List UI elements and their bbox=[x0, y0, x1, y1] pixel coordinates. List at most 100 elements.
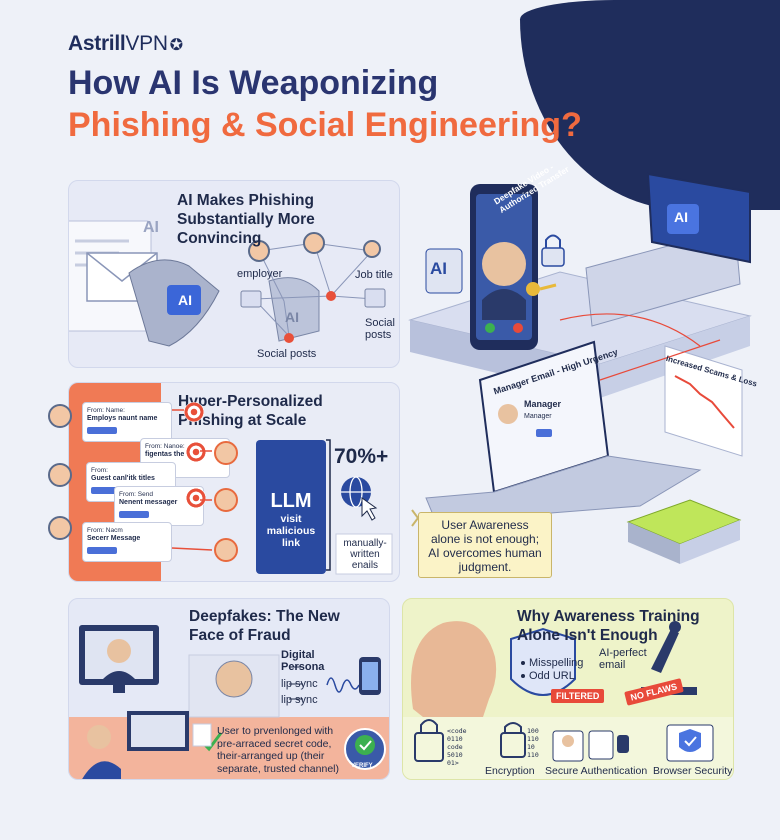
browser-security-label: Browser Security bbox=[653, 765, 733, 777]
label-job-title: Job title bbox=[355, 269, 393, 281]
panel2-title: Hyper-Personalized Phishing at Scale bbox=[178, 392, 323, 430]
email-from: From: Nacm bbox=[87, 527, 123, 534]
note-line-2: alone is not enough; bbox=[430, 532, 540, 546]
email-sender-role: Manager bbox=[524, 413, 552, 420]
binary-line: 110 bbox=[527, 735, 539, 743]
email-from: From: Name: bbox=[87, 407, 125, 414]
panel4-title-line2: Alone Isn't Enough bbox=[517, 627, 658, 644]
email-subject: Nenent messager bbox=[119, 499, 178, 506]
email-button bbox=[91, 487, 121, 494]
verify-line-3: their-arranged up (their bbox=[217, 750, 325, 762]
code-snippet: <code 0110 code 5010 01> bbox=[447, 727, 467, 767]
email-from: From: bbox=[91, 467, 108, 474]
panel3-title-line2: Face of Fraud bbox=[189, 627, 291, 644]
panel4-illustration bbox=[411, 621, 714, 762]
target-icon bbox=[186, 488, 206, 508]
panel-deepfakes: Deepfakes: The New Face of Fraud Digital… bbox=[68, 598, 390, 780]
note-line-1: User Awareness bbox=[441, 518, 529, 532]
screen-ai-text: AI bbox=[143, 219, 159, 236]
binary-line: 10 bbox=[527, 743, 535, 751]
target-icon bbox=[186, 442, 206, 462]
panel3-illustration bbox=[79, 625, 386, 779]
code-line: <code bbox=[447, 727, 467, 735]
panel1-title-line2: Substantially More Convincing bbox=[177, 211, 315, 247]
email-button bbox=[87, 547, 117, 554]
star-icon: ✪ bbox=[169, 37, 183, 54]
panel4-title-line1: Why Awareness Training bbox=[517, 608, 700, 625]
email-subject: Guest canl'itk titles bbox=[91, 475, 155, 482]
manually-written-label: manually- written enails bbox=[342, 538, 388, 571]
email-button bbox=[87, 427, 117, 434]
panel3-title-line1: Deepfakes: The New bbox=[189, 608, 340, 625]
email-from: From: Nanoe: bbox=[145, 443, 185, 450]
digital-persona-1: Digital bbox=[281, 649, 315, 661]
avatar bbox=[214, 441, 238, 465]
stat-70-percent: 70%+ bbox=[334, 445, 389, 468]
bullet-misspelling: Misspelling bbox=[521, 657, 583, 670]
brand-logo: AstrillVPN✪ bbox=[68, 32, 183, 56]
panel-awareness-training: Why Awareness Training Alone Isn't Enoug… bbox=[402, 598, 734, 780]
panel2-title-line2: Phishing at Scale bbox=[178, 412, 307, 429]
manual-line-3: enails bbox=[351, 560, 379, 571]
llm-label: LLM bbox=[270, 490, 312, 512]
manual-line-2: written bbox=[350, 549, 380, 560]
panel-convincing-phishing: AI AI AI AI Makes Phishing Substantially… bbox=[68, 180, 400, 368]
code-line: 5010 bbox=[447, 751, 463, 759]
brand-name-light: VPN bbox=[125, 32, 168, 55]
awareness-note: User Awareness alone is not enough; AI o… bbox=[418, 512, 552, 578]
email-subject: figentas the Viosit bbox=[145, 451, 206, 458]
binary-snippet: 100 110 10 110 bbox=[527, 727, 539, 759]
label-employer: employer bbox=[237, 268, 283, 280]
avatar bbox=[48, 516, 72, 540]
panel3-orange-band bbox=[69, 717, 389, 779]
llm-sub-1: visit bbox=[280, 513, 302, 525]
hand2-ai-chip: AI bbox=[285, 309, 299, 325]
code-line: 0110 bbox=[447, 735, 463, 743]
label-social-1: Social bbox=[365, 317, 395, 329]
title-line-1: How AI Is Weaponizing bbox=[68, 64, 439, 102]
ai-badge: AI bbox=[430, 259, 447, 278]
manual-line-1: manually- bbox=[343, 538, 387, 549]
digital-persona-2: Persona bbox=[281, 661, 325, 673]
avatar bbox=[214, 538, 238, 562]
verify-line-4: separate, trusted channel) bbox=[217, 762, 339, 775]
title-line-2: Phishing & Social Engineering? bbox=[68, 106, 582, 144]
llm-sub-2: malicious bbox=[266, 525, 316, 537]
email-subject: Secerr Message bbox=[87, 535, 141, 542]
laptop-ai-chip: AI bbox=[674, 209, 688, 225]
label-social-posts: Social posts bbox=[257, 348, 317, 360]
bullet-dot bbox=[521, 661, 525, 666]
lip-sync-2: lip sync bbox=[281, 694, 318, 706]
binary-line: 100 bbox=[527, 727, 539, 735]
note-line-3: AI overcomes human bbox=[428, 546, 542, 560]
email-from: From: Send bbox=[119, 491, 153, 498]
bullet-odd-url-text: Odd URL bbox=[529, 670, 575, 682]
note-line-4: judgment. bbox=[458, 560, 512, 574]
panel1-title-line1: AI Makes Phishing bbox=[177, 192, 314, 209]
hand-ai-chip: AI bbox=[178, 292, 192, 308]
secure-auth-label: Secure Authentication bbox=[545, 765, 648, 777]
binary-line: 110 bbox=[527, 751, 539, 759]
ai-perfect-1: AI-perfect bbox=[599, 647, 647, 659]
filtered-tag: FILTERED bbox=[551, 689, 605, 703]
bullet-odd-url: Odd URL bbox=[521, 670, 575, 683]
email-card: From: Name: Employs naunt name bbox=[82, 402, 172, 442]
verify-line-2: pre-arraced secret code, bbox=[217, 737, 332, 750]
llm-sub-3: link bbox=[281, 537, 301, 549]
panel3-title: Deepfakes: The New Face of Fraud bbox=[189, 607, 340, 645]
bullet-misspelling-text: Misspelling bbox=[529, 657, 584, 669]
email-card: From: Nacm Secerr Message bbox=[82, 522, 172, 562]
email-button bbox=[119, 511, 149, 518]
label-social-2: posts bbox=[365, 329, 392, 341]
email-subject: Employs naunt name bbox=[87, 415, 158, 422]
ai-perfect-2: email bbox=[599, 659, 626, 671]
panel1-title: AI Makes Phishing Substantially More Con… bbox=[177, 191, 399, 248]
brand-name-bold: Astrill bbox=[68, 32, 126, 55]
target-icon bbox=[184, 402, 204, 422]
lip-sync-1: lip sync bbox=[281, 678, 318, 690]
avatar bbox=[214, 488, 238, 512]
llm-block: LLM visit malicious link bbox=[256, 440, 326, 574]
avatar bbox=[48, 404, 72, 428]
panel2-title-line1: Hyper-Personalized bbox=[178, 393, 323, 410]
